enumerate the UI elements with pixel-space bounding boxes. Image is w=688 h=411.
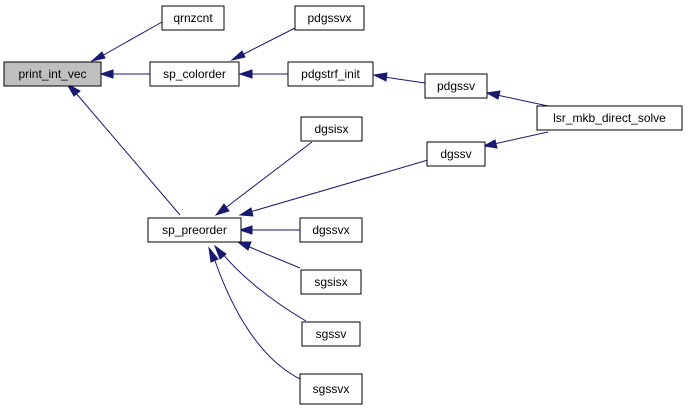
edge-sp-preorder-to-print-int-vec <box>74 91 181 216</box>
edge-sgssv-to-sp-preorder <box>221 252 307 322</box>
arrowhead-dgssv-to-sp-preorder <box>238 207 254 217</box>
node-qrnzcnt[interactable]: qrnzcnt <box>161 5 225 31</box>
edge-dgssv-to-sp-preorder <box>249 159 429 213</box>
node-label: pdgstrf_init <box>301 67 360 81</box>
node-label: sp_colorder <box>163 67 226 81</box>
arrowhead-lsr-to-dgssv <box>482 139 498 149</box>
nodes: print_int_vec qrnzcnt sp_colorder pdgssv… <box>3 5 683 405</box>
arrowhead-pdgstrf-init-to-sp-colorder <box>238 69 253 79</box>
node-pdgstrf-init[interactable]: pdgstrf_init <box>287 61 374 87</box>
arrowhead-lsr-to-pdgssv <box>485 90 501 100</box>
node-label: pdgssvx <box>307 11 351 25</box>
edge-pdgssvx-to-sp-colorder <box>239 27 296 57</box>
edges <box>65 21 549 381</box>
arrowhead-sgssvx-to-sp-preorder <box>208 246 219 263</box>
edge-sgsisx-to-sp-preorder <box>246 245 301 269</box>
edge-lsr-to-dgssv <box>493 131 549 145</box>
node-label: sgsisx <box>314 275 347 289</box>
arrowhead-dgssvx-to-sp-preorder <box>238 225 253 235</box>
node-label: qrnzcnt <box>173 11 213 25</box>
node-pdgssv[interactable]: pdgssv <box>424 73 488 99</box>
arrowhead-sp-preorder-to-print-int-vec <box>65 82 81 97</box>
node-label: sgssv <box>316 327 347 341</box>
node-label: sp_preorder <box>162 223 227 237</box>
edge-qrnzcnt-to-print-int-vec <box>99 21 163 58</box>
node-sgsisx[interactable]: sgsisx <box>300 269 362 295</box>
arrowhead-pdgssvx-to-sp-colorder <box>230 50 246 61</box>
node-dgssvx[interactable]: dgssvx <box>299 217 363 243</box>
node-label: sgssvx <box>313 382 350 396</box>
arrowhead-sgssv-to-sp-preorder <box>213 244 227 260</box>
node-label: dgsisx <box>314 122 348 136</box>
node-lsr-mkb-direct-solve[interactable]: lsr_mkb_direct_solve <box>536 105 683 131</box>
node-sp-preorder[interactable]: sp_preorder <box>147 217 242 243</box>
node-sp-colorder[interactable]: sp_colorder <box>149 61 240 87</box>
node-dgssv[interactable]: dgssv <box>426 141 486 167</box>
edge-pdgssv-to-pdgstrf-init <box>383 76 426 84</box>
node-sgssvx[interactable]: sgssvx <box>299 373 363 405</box>
arrowhead-dgsisx-to-sp-preorder <box>214 203 230 216</box>
edge-lsr-to-pdgssv <box>496 94 549 107</box>
node-dgsisx[interactable]: dgsisx <box>300 116 363 142</box>
node-sgssv[interactable]: sgssv <box>301 321 361 347</box>
node-print-int-vec[interactable]: print_int_vec <box>3 61 102 87</box>
arrowhead-pdgssv-to-pdgstrf-init <box>372 72 388 82</box>
arrowhead-qrnzcnt-to-print-int-vec <box>90 51 106 62</box>
arrowhead-sgsisx-to-sp-preorder <box>236 241 252 251</box>
node-label: pdgssv <box>437 79 475 93</box>
node-label: dgssvx <box>312 223 349 237</box>
edge-sgssvx-to-sp-preorder <box>213 257 303 381</box>
edge-dgsisx-to-sp-preorder <box>223 141 313 210</box>
node-label: print_int_vec <box>18 67 86 81</box>
node-label: dgssv <box>440 147 471 161</box>
arrowhead-sp-colorder-to-print-int-vec <box>99 69 114 79</box>
node-pdgssvx[interactable]: pdgssvx <box>294 5 365 31</box>
node-label: lsr_mkb_direct_solve <box>553 111 666 125</box>
